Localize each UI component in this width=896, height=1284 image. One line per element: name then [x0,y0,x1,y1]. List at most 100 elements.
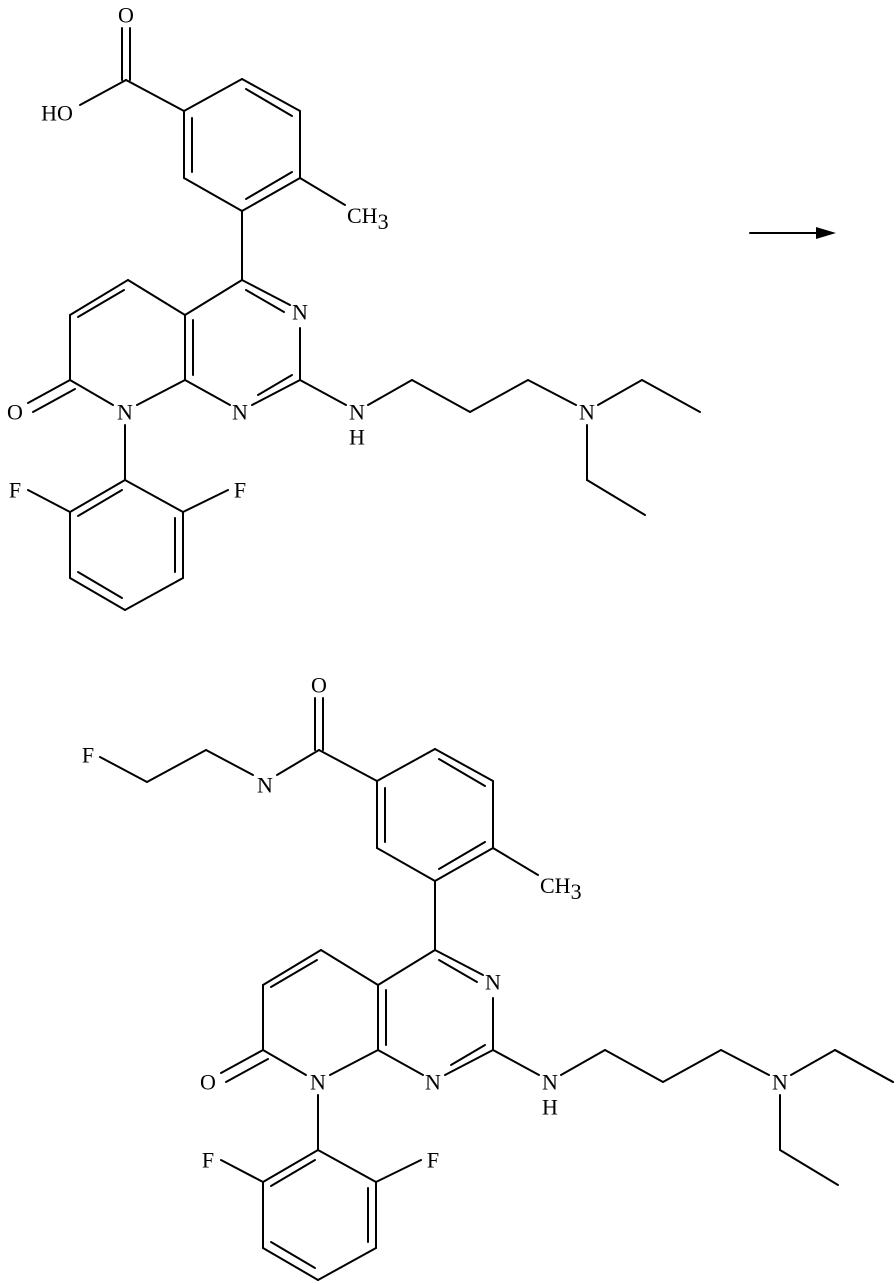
atom-n8: N [310,1070,326,1095]
bond [28,380,70,403]
bond [242,79,300,111]
atom-fluorine-right: F [427,1148,439,1173]
bond [184,79,242,111]
product-molecule: O N F CH3 N N N O N H N F F [82,673,893,1281]
bond [318,1248,376,1280]
bond [493,1050,539,1075]
bond [528,380,576,405]
atom-fluorine-left: F [9,478,21,503]
atom-fluorine-right: F [234,478,246,503]
methyl-subscript: 3 [571,879,582,904]
bond [137,380,185,405]
bond [435,848,493,881]
bond [435,749,493,781]
bond [263,1050,306,1075]
bond [147,750,206,782]
bond [561,1050,605,1075]
atom-hydroxyl: HO [41,101,73,126]
bond [587,480,645,515]
bond [377,749,435,781]
bond [605,1050,663,1082]
atom-diethyl-n: N [772,1070,788,1095]
bond [78,290,124,317]
atom-diethyl-n: N [579,400,595,425]
atom-lactam-oxygen: O [200,1070,216,1095]
atom-carbonyl-oxygen: O [118,3,134,28]
atom-methyl: CH3 [347,203,389,234]
bond [226,1059,268,1082]
atom-amine-n: N [542,1070,558,1095]
bond [277,750,319,775]
bond [321,950,378,985]
bond [70,280,128,315]
methyl-subscript: 3 [378,209,389,234]
bond [33,389,75,412]
bond [242,178,300,211]
bond [412,380,470,412]
bond [493,848,538,875]
bond [125,480,183,512]
bond [598,380,642,405]
bond [271,960,317,987]
bond [376,1160,421,1182]
reaction-arrow [750,227,836,239]
bond [185,280,242,315]
bond [663,1050,721,1082]
reactant-bonds [28,28,700,610]
methyl-text: CH [347,203,378,228]
bond [263,1150,318,1182]
bond [28,490,70,512]
bond [80,80,126,105]
bond [318,1150,376,1182]
arrow-head-icon [816,227,836,239]
bond [271,1242,315,1268]
bond [128,280,185,315]
bond [470,380,528,412]
bond [100,757,147,782]
bond [184,178,242,211]
bond [791,1050,835,1075]
bond [221,1160,263,1182]
atom-fluorine-left: F [202,1148,214,1173]
atom-amine-n: N [349,400,365,425]
bond [319,750,377,781]
bond [183,490,228,512]
bond [377,848,435,881]
bond [125,578,183,610]
reactant-molecule: O HO CH3 N N N O N H N F F [7,3,700,611]
atom-fluorine-chain: F [82,743,94,768]
atom-amine-h: H [349,425,365,450]
bond [378,950,435,985]
atom-carbonyl-oxygen: O [311,673,327,698]
atom-amide-n: N [257,773,273,798]
atom-lactam-oxygen: O [7,400,23,425]
bond [835,1050,893,1082]
bond [221,1050,263,1073]
bond [300,380,346,405]
atom-n3: N [292,300,308,325]
bond [378,1050,423,1075]
bond [330,1050,378,1075]
bond [70,380,113,405]
atom-methyl: CH3 [540,873,582,904]
bond [642,380,700,412]
bond [439,960,477,982]
bond [721,1050,769,1075]
atom-n3: N [485,970,501,995]
methyl-text: CH [540,873,571,898]
bond [70,480,125,512]
bond [780,1150,838,1185]
atom-amine-h: H [542,1095,558,1120]
bond [185,380,230,405]
bond [300,178,345,205]
atom-n1: N [232,400,248,425]
bond [126,80,184,111]
bond [263,950,321,985]
bond [78,572,122,598]
atom-n8: N [117,400,133,425]
atom-n1: N [425,1070,441,1095]
bond [368,380,412,405]
bond [206,750,253,775]
bond [246,290,284,312]
